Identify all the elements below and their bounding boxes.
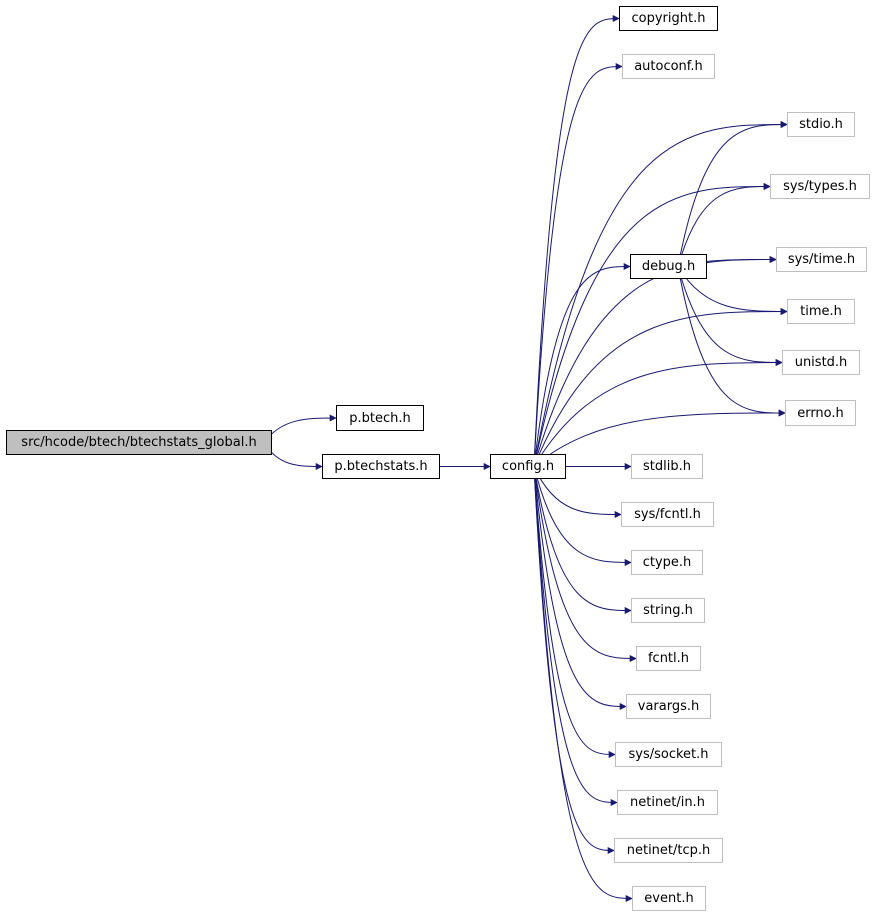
edge-config-to-sys_socket (533, 466, 616, 758)
edge-debug-to-time (677, 266, 788, 315)
edge-config-to-unistd (533, 359, 783, 467)
edge-config-to-varargs (533, 466, 627, 710)
node-string: string.h (631, 598, 705, 623)
edge-config-to-string (533, 466, 632, 614)
node-netinet-tcp: netinet/tcp.h (614, 838, 723, 863)
edge-config-to-netinet_in (533, 466, 618, 806)
node-root-btechstats-global: src/hcode/btech/btechstats_global.h (6, 430, 272, 455)
edge-config-to-sys_fcntl (533, 466, 622, 518)
edge-config-to-errno (533, 409, 786, 467)
node-unistd: unistd.h (782, 350, 860, 375)
edge-config-to-ctype (533, 466, 632, 566)
node-errno: errno.h (785, 400, 856, 426)
node-stdlib: stdlib.h (631, 454, 703, 479)
edge-config-to-debug (533, 263, 631, 467)
node-netinet-in: netinet/in.h (617, 790, 718, 815)
node-varargs: varargs.h (626, 694, 711, 719)
node-ctype: ctype.h (631, 550, 703, 575)
node-sys-socket: sys/socket.h (615, 742, 722, 767)
node-fcntl: fcntl.h (636, 646, 701, 671)
edge-config-to-stdio (533, 121, 788, 467)
edge-debug-to-errno (677, 266, 786, 417)
edge-config-to-copyright (533, 15, 620, 467)
edge-root-to-p_btech (263, 414, 337, 443)
node-event: event.h (632, 886, 706, 911)
edge-config-to-netinet_tcp (533, 466, 615, 854)
node-config[interactable]: config.h (490, 454, 566, 479)
node-time: time.h (787, 299, 855, 324)
node-autoconf: autoconf.h (622, 54, 715, 79)
edge-config-to-time (533, 308, 788, 467)
edge-debug-to-unistd (677, 266, 783, 366)
node-p-btechstats[interactable]: p.btechstats.h (322, 454, 440, 479)
node-p-btech[interactable]: p.btech.h (336, 405, 424, 431)
node-copyright[interactable]: copyright.h (619, 6, 718, 31)
node-stdio: stdio.h (787, 112, 855, 137)
edge-config-to-event (533, 466, 633, 902)
node-sys-types: sys/types.h (770, 174, 870, 199)
edge-debug-to-sys_types (677, 183, 771, 267)
node-sys-fcntl: sys/fcntl.h (621, 502, 714, 527)
edge-debug-to-stdio (677, 121, 788, 267)
edge-root-to-p_btechstats (263, 442, 323, 470)
edge-config-to-fcntl (533, 466, 637, 662)
edge-config-to-sys_types (533, 183, 771, 467)
edge-config-to-autoconf (533, 63, 623, 467)
node-debug[interactable]: debug.h (630, 254, 707, 279)
node-sys-time: sys/time.h (776, 247, 867, 272)
